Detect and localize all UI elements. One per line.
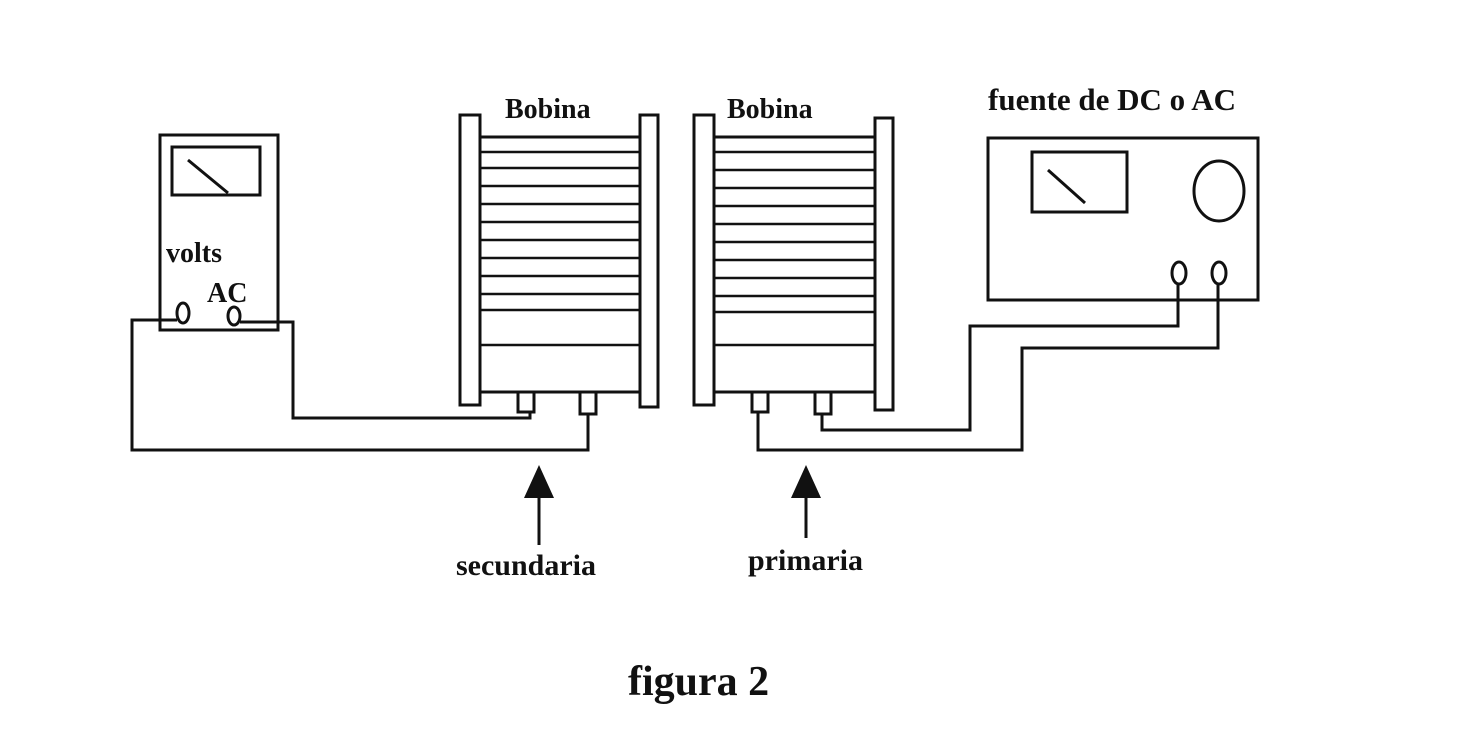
coil-secondary-flange-left [458, 113, 482, 407]
power-source-knob [1192, 159, 1246, 223]
coil-secondary-terminal-left [516, 390, 536, 414]
wire-primary-left-to-source [756, 284, 1220, 452]
arrow-primary-head [791, 465, 821, 498]
wiring [130, 284, 1220, 452]
voltmeter-terminal-right [226, 305, 242, 327]
coil-primary: Bobina [692, 94, 895, 416]
coil-primary-terminal-left [750, 390, 770, 414]
power-source: fuente de DC o AC [986, 82, 1260, 302]
coil-secondary: Bobina [458, 94, 660, 416]
coil-secondary-flange-right [638, 113, 660, 409]
coil-secondary-terminal-right [578, 390, 598, 416]
coil-secondary-core [478, 135, 642, 394]
coil-secondary-windings [480, 150, 640, 347]
voltmeter-dial [170, 145, 262, 197]
coil-primary-title: Bobina [727, 94, 813, 125]
wire-meter-to-secondary-left [240, 320, 532, 420]
coil-secondary-title: Bobina [505, 94, 591, 125]
voltmeter-label-volts: volts [166, 238, 222, 269]
pointer-secondary: secundaria [456, 465, 596, 582]
voltmeter-needle [187, 158, 229, 195]
power-source-terminal-right [1210, 260, 1228, 286]
coil-primary-core [712, 135, 877, 394]
coil-primary-flange-right [873, 116, 895, 412]
coil-primary-terminal-right [813, 390, 833, 416]
label-primary: primaria [748, 544, 863, 577]
power-source-terminal-left [1170, 260, 1188, 286]
power-source-needle [1047, 168, 1086, 205]
coil-primary-windings [714, 150, 875, 347]
figure-caption: figura 2 [628, 659, 769, 705]
ac-voltmeter: volts AC [158, 133, 280, 332]
coil-primary-flange-left [692, 113, 716, 407]
label-secondary: secundaria [456, 549, 596, 582]
wire-primary-right-to-source [820, 284, 1180, 432]
power-source-title: fuente de DC o AC [988, 82, 1236, 117]
voltmeter-terminal-left [175, 301, 191, 325]
wire-meter-to-secondary-right [130, 318, 590, 452]
pointer-primary: primaria [748, 465, 863, 577]
voltmeter-label-ac: AC [207, 278, 247, 309]
arrow-secondary-head [524, 465, 554, 498]
power-source-dial [1030, 150, 1129, 214]
